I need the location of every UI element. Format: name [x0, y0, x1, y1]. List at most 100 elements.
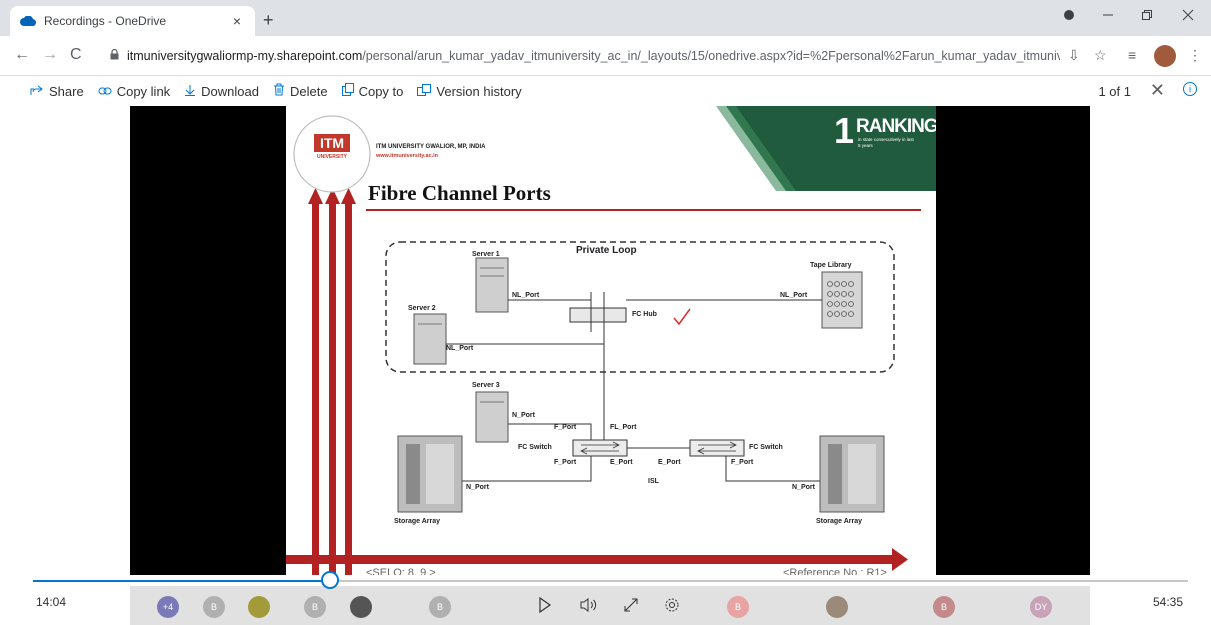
copy-to-button[interactable]: Copy to [341, 83, 404, 99]
left-switch-label: FC Switch [518, 444, 552, 451]
lock-icon [110, 48, 119, 63]
right-storage-n-port: N_Port [792, 484, 815, 491]
left-fc-switch [572, 439, 628, 457]
copy-icon [341, 83, 354, 99]
timeline-scrubber[interactable] [320, 571, 339, 589]
back-arrow-icon[interactable]: ← [14, 46, 30, 63]
server3-label: Server 3 [472, 382, 500, 389]
delete-button[interactable]: Delete [273, 83, 328, 99]
red-bottom-bar [286, 555, 896, 564]
red-rail [312, 201, 319, 586]
new-tab-button[interactable]: + [263, 10, 274, 30]
server1-label: Server 1 [472, 251, 500, 258]
settings-gear-icon[interactable] [664, 597, 680, 617]
link-icon [98, 84, 112, 99]
university-logo [293, 115, 371, 193]
command-bar: Share Copy link Download Delete Copy to … [0, 76, 1211, 106]
copy-link-button[interactable]: Copy link [98, 84, 170, 99]
volume-icon[interactable] [580, 597, 598, 617]
download-icon [184, 84, 196, 99]
participant-avatar[interactable] [248, 596, 270, 618]
server2-device [413, 313, 447, 365]
version-history-button[interactable]: Version history [417, 83, 522, 99]
browser-tabstrip: Recordings - OneDrive × + [0, 0, 1211, 36]
close-window-icon[interactable] [1182, 8, 1194, 24]
fullscreen-icon[interactable] [623, 597, 639, 617]
participant-avatar[interactable]: DY [1030, 596, 1052, 618]
right-storage-label: Storage Array [816, 518, 863, 525]
participant-avatar[interactable]: +4 [157, 596, 179, 618]
left-e-port: E_Port [610, 459, 633, 466]
reload-icon[interactable]: C [70, 46, 82, 63]
copy-link-label: Copy link [116, 83, 171, 99]
share-icon [30, 84, 44, 99]
timeline-progress [33, 580, 330, 582]
server3-n-port: N_Port [512, 412, 535, 419]
private-loop-label: Private Loop [576, 245, 637, 256]
install-app-icon[interactable]: ⇩ [1068, 47, 1080, 63]
participant-gallery [130, 586, 1090, 625]
profile-avatar[interactable] [1154, 45, 1176, 67]
download-button[interactable]: Download [184, 84, 259, 99]
share-label: Share [49, 83, 84, 99]
server2-label: Server 2 [408, 305, 436, 312]
participant-avatar[interactable]: B [727, 596, 749, 618]
close-viewer-icon[interactable]: ✕ [1149, 80, 1165, 100]
reading-list-icon[interactable]: ≡ [1128, 47, 1137, 63]
university-website: www.itmuniversity.ac.in [376, 153, 439, 159]
participant-avatar[interactable] [350, 596, 372, 618]
ranking-line1: in state consecutively in last [858, 137, 914, 142]
right-switch-f-port: F_Port [731, 459, 754, 466]
current-time: 14:04 [36, 595, 67, 609]
browser-menu-icon[interactable]: ⋮ [1188, 47, 1202, 63]
url-field[interactable]: itmuniversitygwaliormp-my.sharepoint.com… [110, 42, 1060, 70]
slide-canvas [286, 106, 936, 586]
right-fc-switch [689, 439, 745, 457]
timeline-track[interactable] [33, 571, 1188, 589]
info-icon[interactable]: i [1183, 82, 1197, 96]
bookmark-star-icon[interactable]: ☆ [1094, 47, 1107, 63]
server3-device [475, 391, 509, 443]
tab-title: Recordings - OneDrive [44, 14, 167, 28]
ranking-number: 1 [834, 110, 855, 151]
tab-close-icon[interactable]: × [232, 13, 242, 29]
minimize-icon[interactable] [1102, 8, 1114, 24]
left-storage-n-port: N_Port [466, 484, 489, 491]
participant-avatar[interactable]: B [429, 596, 451, 618]
forward-arrow-icon[interactable]: → [42, 46, 58, 63]
slide-frame: ITM UNIVERSITY ITM UNIVERSITY GWALIOR, M… [286, 106, 936, 586]
right-e-port: E_Port [658, 459, 681, 466]
switch-fl-port: FL_Port [610, 424, 637, 431]
fc-hub-label: FC Hub [632, 311, 657, 318]
version-history-label: Version history [436, 83, 522, 99]
isl-label: ISL [648, 478, 659, 485]
participant-avatar[interactable]: B [304, 596, 326, 618]
onedrive-cloud-icon [20, 14, 37, 29]
left-switch-f-port: F_Port [554, 459, 577, 466]
participant-avatar[interactable] [826, 596, 848, 618]
delete-label: Delete [290, 83, 328, 99]
download-label: Download [201, 83, 259, 99]
tape-nl-port: NL_Port [780, 292, 808, 299]
slide-title: Fibre Channel Ports [368, 181, 551, 205]
profile-dot-icon[interactable] [1063, 8, 1075, 24]
ranking-line2: 5 years [858, 143, 873, 148]
ranking-word: RANKING [856, 116, 936, 137]
server1-nl-port: NL_Port [512, 292, 540, 299]
browser-tab[interactable]: Recordings - OneDrive × [10, 6, 255, 36]
check-mark-icon [673, 308, 691, 326]
copy-to-label: Copy to [358, 83, 404, 99]
server1-device [475, 257, 509, 313]
server2-nl-port: NL_Port [446, 345, 474, 352]
trash-icon [273, 83, 285, 99]
play-icon[interactable] [538, 596, 552, 617]
participant-avatar[interactable]: B [203, 596, 225, 618]
url-path: /personal/arun_kumar_yadav_itmuniversity… [362, 49, 1060, 63]
logo-text: ITM [319, 135, 345, 151]
tape-library-device [821, 271, 863, 329]
page-counter: 1 of 1 [1098, 84, 1131, 99]
restore-icon[interactable] [1141, 8, 1153, 24]
participant-avatar[interactable]: B [933, 596, 955, 618]
university-name: ITM UNIVERSITY GWALIOR, MP, INDIA [376, 144, 486, 150]
share-button[interactable]: Share [30, 84, 84, 99]
